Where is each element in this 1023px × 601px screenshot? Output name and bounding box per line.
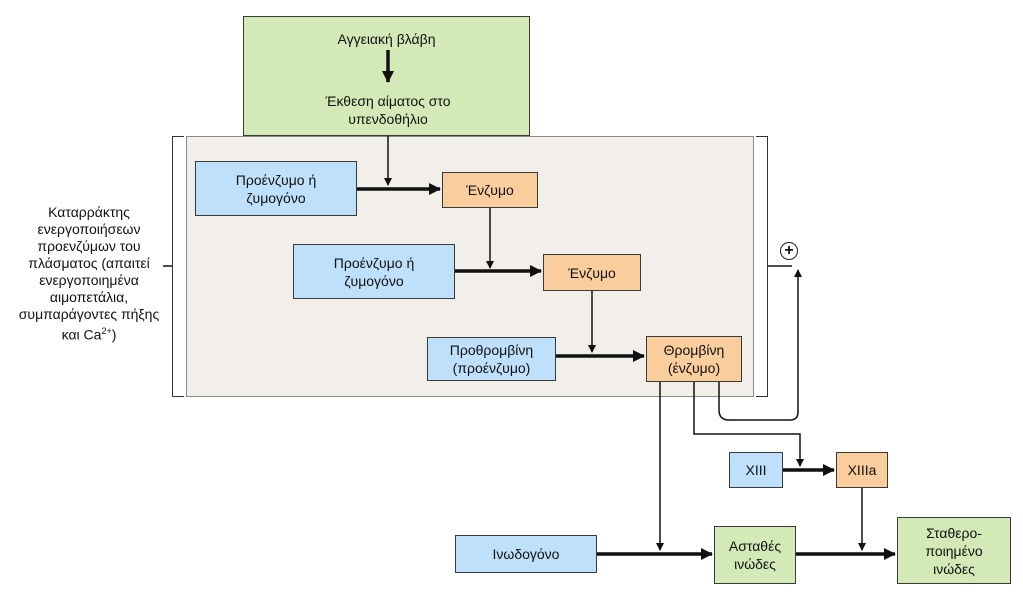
positive-feedback-arrow <box>718 269 802 421</box>
cascade-description-text: Καταρράκτης ενεργοποιήσεων προενζύμων το… <box>18 204 160 343</box>
thrombin-to-xiii-arrow <box>693 382 804 467</box>
proenzyme-label: (προένζυμο) <box>452 360 531 376</box>
stable-fibrin-box: Σταθερο- ποιημένο ινώδες <box>897 517 1011 584</box>
cascade-description: Καταρράκτης ενεργοποιήσεων προενζύμων το… <box>14 204 164 344</box>
factor-xiii-box: XIII <box>729 452 783 488</box>
prothrombin-label: Προθρομβίνη <box>449 342 534 358</box>
enzyme-box-1: Ένζυμο <box>442 172 538 208</box>
positive-feedback-icon: + <box>780 242 798 260</box>
proenzyme-box-2: Προένζυμο ή ζυμογόνο <box>293 244 455 299</box>
cascade-left-bracket <box>172 136 184 397</box>
factor-xiiia-box: XIIIa <box>836 452 888 488</box>
calcium-superscript: 2+ <box>101 326 112 336</box>
cascade-description-end: ) <box>111 326 117 343</box>
thrombin-box: Θρομβίνη (ένζυμο) <box>646 336 742 382</box>
cascade-right-bracket <box>756 136 768 397</box>
unstable-fibrin-box: Ασταθές ινώδες <box>714 526 796 584</box>
proenzyme-box-1: Προένζυμο ή ζυμογόνο <box>195 161 357 216</box>
enzyme-box-2: Ένζυμο <box>543 254 641 291</box>
vascular-injury-label: Αγγειακή βλάβη <box>337 31 436 47</box>
fibrinogen-box: Ινωδογόνο <box>455 535 597 573</box>
prothrombin-box: Προθρομβίνη (προένζυμο) <box>427 337 556 381</box>
blood-exposure-label: Έκθεση αίματος στο υπενδοθήλιο <box>325 93 451 127</box>
thrombin-label: Θρομβίνη <box>663 342 725 358</box>
enzyme-label: (ένζυμο) <box>667 360 721 376</box>
